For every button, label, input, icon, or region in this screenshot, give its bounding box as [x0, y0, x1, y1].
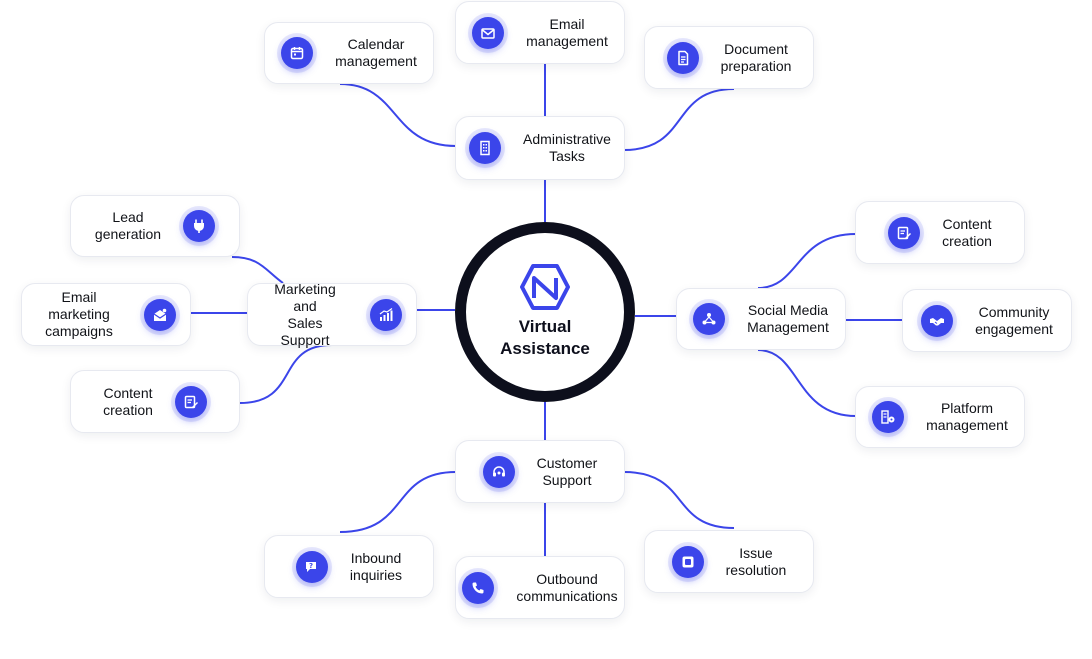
content-creation-social-label: Content creation [942, 215, 992, 249]
content-creation-marketing-label: Content creation [103, 384, 153, 418]
marketing-sales-support-node[interactable]: Marketing and Sales Support [247, 280, 417, 348]
center-node: Virtual Assistance [455, 222, 635, 402]
community-engagement-label: Community engagement [975, 303, 1053, 337]
outbound-communications-node[interactable]: Outbound communications [455, 556, 625, 619]
inbound-inquiries-node[interactable]: ? Inbound inquiries [264, 535, 434, 598]
document-preparation-label: Document preparation [720, 40, 792, 74]
chat-question-icon: ? [295, 550, 328, 583]
social-media-management-label: Social Media Management [747, 302, 829, 335]
administrative-tasks-node[interactable]: Administrative Tasks [455, 116, 625, 180]
document-icon [666, 41, 699, 74]
social-media-management-node[interactable]: Social Media Management [676, 288, 846, 350]
chart-icon [370, 298, 402, 331]
center-title: Virtual Assistance [500, 317, 590, 358]
email-marketing-campaigns-label: Email marketing campaigns [45, 289, 113, 339]
lead-generation-node[interactable]: Lead generation [70, 195, 240, 257]
square-check-icon [671, 545, 704, 578]
funnel-icon [183, 210, 216, 242]
envelope-icon [472, 16, 505, 49]
edit-doc-icon [174, 385, 207, 418]
customer-support-label: Customer Support [536, 454, 598, 488]
administrative-tasks-label: Administrative Tasks [523, 131, 611, 164]
calendar-management-label: Calendar management [335, 36, 417, 69]
community-engagement-node[interactable]: Community engagement [902, 289, 1072, 352]
email-management-node[interactable]: Email management [455, 1, 625, 64]
content-creation-social-node[interactable]: Content creation [855, 201, 1025, 264]
email-marketing-campaigns-node[interactable]: Email marketing campaigns [21, 283, 191, 346]
hexagon-n-logo [520, 264, 570, 310]
issue-resolution-label: Issue resolution [725, 544, 787, 578]
content-creation-marketing-node[interactable]: Content creation [70, 370, 240, 433]
document-preparation-node[interactable]: Document preparation [644, 26, 814, 89]
platform-icon [872, 401, 905, 433]
network-icon [693, 303, 726, 335]
phone-icon [462, 571, 495, 604]
outbound-communications-label: Outbound communications [516, 570, 618, 604]
marketing-sales-support-label: Marketing and Sales Support [274, 280, 336, 348]
handshake-icon [921, 304, 954, 337]
calendar-management-node[interactable]: Calendar management [264, 22, 434, 84]
svg-text:?: ? [309, 562, 313, 570]
customer-support-node[interactable]: Customer Support [455, 440, 625, 503]
calendar-icon [281, 37, 314, 69]
email-management-label: Email management [526, 15, 608, 49]
mail-open-icon [144, 298, 176, 331]
edit-doc-icon [888, 216, 921, 249]
lead-generation-label: Lead generation [94, 209, 162, 242]
issue-resolution-node[interactable]: Issue resolution [644, 530, 814, 593]
platform-management-label: Platform management [926, 400, 1008, 433]
building-icon [469, 132, 502, 164]
platform-management-node[interactable]: Platform management [855, 386, 1025, 448]
headset-icon [482, 455, 515, 488]
inbound-inquiries-label: Inbound inquiries [349, 549, 403, 583]
